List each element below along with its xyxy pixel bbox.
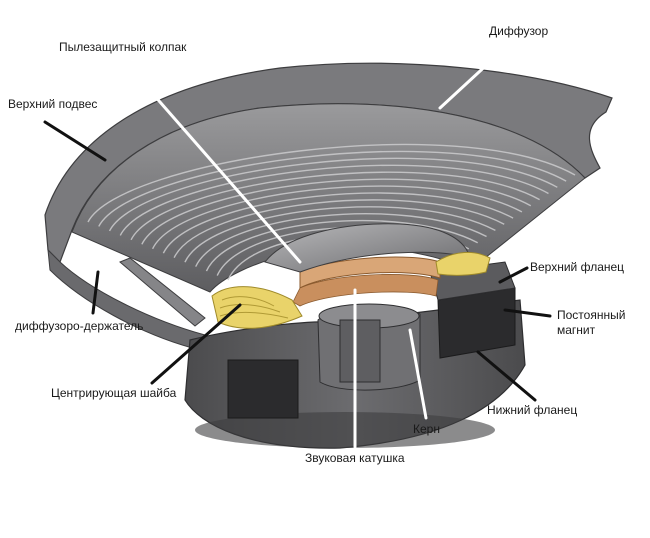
leader-dust-cap [123, 60, 302, 264]
leader-basket [91, 270, 100, 315]
pole-piece-core [339, 319, 381, 383]
label-diffuser: Диффузор [489, 24, 549, 38]
cone-rib [162, 192, 514, 254]
motor-base-bottom [195, 412, 495, 448]
voice-coil-lower [292, 274, 439, 307]
cone-rib [119, 164, 549, 236]
label-bottom-plate: Нижний фланец [487, 403, 578, 417]
label-magnet: Постоянный магнит [557, 308, 626, 337]
leader-upper-surround [43, 120, 107, 162]
cone-rib [205, 219, 479, 272]
spider-right [435, 252, 491, 276]
leader-pole-piece [408, 328, 428, 420]
magnet-left [227, 359, 299, 419]
label-upper-surround: Верхний подвес [8, 97, 98, 111]
label-top-plate: Верхний фланец [530, 260, 625, 274]
leader-top-plate [498, 266, 529, 284]
leader-bottom-plate [476, 350, 537, 402]
cone-rib [141, 178, 532, 245]
voice-coil [299, 256, 441, 289]
leader-magnet [503, 308, 552, 318]
cone-rib [108, 157, 558, 232]
cone-rib [151, 185, 523, 250]
cone-rib [98, 150, 567, 227]
label-pole-piece: Керн [413, 422, 440, 436]
cone-rib [184, 206, 496, 263]
basket-strut [119, 257, 206, 327]
cone-rib [130, 171, 540, 241]
label-basket: диффузоро-держатель [15, 319, 144, 333]
leader-diffuser [438, 46, 507, 110]
leader-lines [43, 46, 552, 449]
cone-rib [195, 213, 487, 267]
label-spider: Центрирующая шайба [51, 386, 177, 400]
spider-left-corrugations [219, 296, 289, 319]
dust-cap [264, 223, 471, 273]
cone-rib [87, 143, 576, 223]
label-dust-cap: Пылезащитный колпак [59, 40, 187, 54]
leader-spider [150, 303, 242, 385]
spider-left [211, 286, 303, 329]
label-voice-coil: Звуковая катушка [305, 451, 405, 465]
cone-ribs [87, 143, 576, 281]
cone-rib [173, 199, 505, 258]
